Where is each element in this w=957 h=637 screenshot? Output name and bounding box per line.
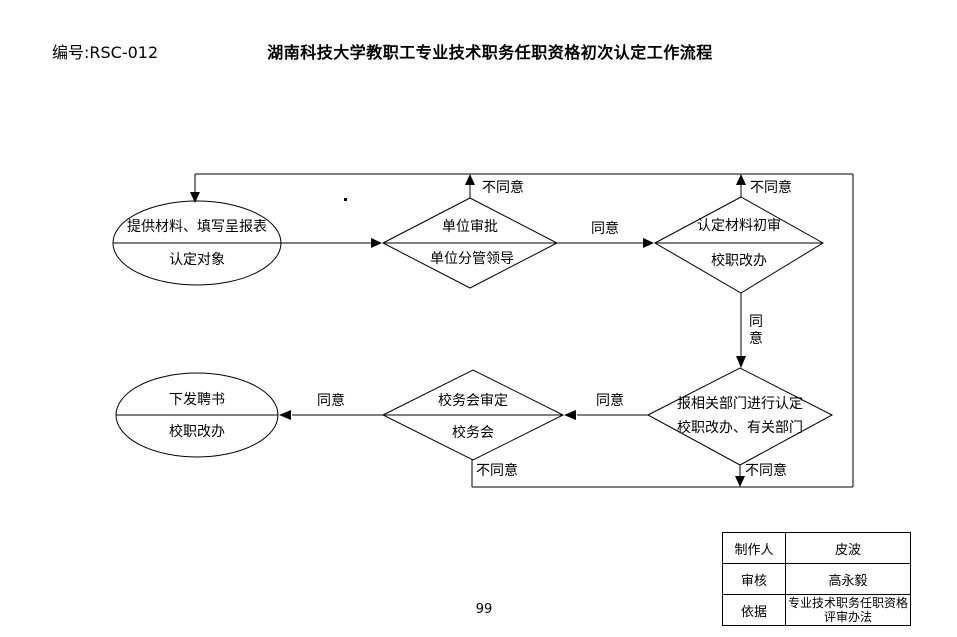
- applicant-action-label: 提供材料、填写呈报表: [127, 219, 267, 235]
- doc-number: 编号:RSC-012: [52, 43, 159, 62]
- letter-role-label: 校职改办: [169, 424, 225, 440]
- applicant-role-label: 认定对象: [169, 252, 225, 268]
- node-material-review-diamond: [653, 196, 824, 294]
- disagree-label-row2-right: 不同意: [745, 463, 787, 479]
- arrowhead-into-unit-approval: [371, 238, 382, 248]
- material-review-action-label: 认定材料初审: [697, 218, 781, 234]
- node-unit-approval-diamond: [381, 197, 559, 289]
- approval-table: 制作人 皮波 审核 高永毅 依据 专业技术职务任职资格评审办法: [722, 532, 911, 626]
- related-depts-role-label: 校职改办、有关部门: [677, 420, 803, 436]
- agree-label-row2-right: 同意: [596, 393, 624, 409]
- unit-approval-role-label: 单位分管领导: [430, 251, 514, 267]
- table-cell-label: 制作人: [722, 532, 786, 564]
- arrowhead-return-down: [190, 192, 200, 203]
- related-depts-action-label: 报相关部门进行认定: [677, 396, 803, 412]
- table-row: 制作人 皮波: [722, 532, 911, 564]
- agree-label-vertical: 同意: [749, 314, 763, 347]
- unit-approval-action-label: 单位审批: [442, 219, 498, 235]
- stray-mark: [344, 198, 347, 201]
- arrowhead-agree-down: [736, 356, 746, 368]
- council-action-label: 校务会审定: [438, 393, 508, 409]
- table-row: 依据 专业技术职务任职资格评审办法: [722, 594, 911, 626]
- material-review-role-label: 校职改办: [711, 253, 767, 269]
- table-cell-value: 高永毅: [785, 563, 911, 595]
- node-related-depts-diamond: [646, 367, 834, 466]
- arrowhead-unit-reject-up: [465, 174, 475, 185]
- page-title: 湖南科技大学教职工专业技术职务任职资格初次认定工作流程: [267, 43, 713, 62]
- arrowhead-into-material-review: [643, 238, 654, 248]
- agree-label-row1: 同意: [591, 221, 619, 237]
- disagree-label-row1-mid: 不同意: [482, 180, 524, 196]
- table-cell-label: 依据: [722, 594, 786, 626]
- table-cell-value: 皮波: [785, 532, 911, 564]
- letter-action-label: 下发聘书: [169, 392, 225, 408]
- table-row: 审核 高永毅: [722, 563, 911, 595]
- arrowhead-into-letter: [279, 410, 291, 420]
- disagree-label-row2-mid: 不同意: [476, 463, 518, 479]
- disagree-label-row1-right: 不同意: [750, 180, 792, 196]
- arrowhead-into-council: [564, 410, 576, 420]
- table-cell-label: 审核: [722, 563, 786, 595]
- arrowhead-review-reject-up: [736, 174, 746, 185]
- arrowhead-depts-reject-down: [735, 476, 745, 487]
- page-number: 99: [475, 602, 493, 617]
- table-cell-value: 专业技术职务任职资格评审办法: [785, 594, 911, 626]
- node-council-diamond: [381, 369, 565, 461]
- council-role-label: 校务会: [452, 425, 494, 441]
- agree-label-row2-left: 同意: [317, 393, 345, 409]
